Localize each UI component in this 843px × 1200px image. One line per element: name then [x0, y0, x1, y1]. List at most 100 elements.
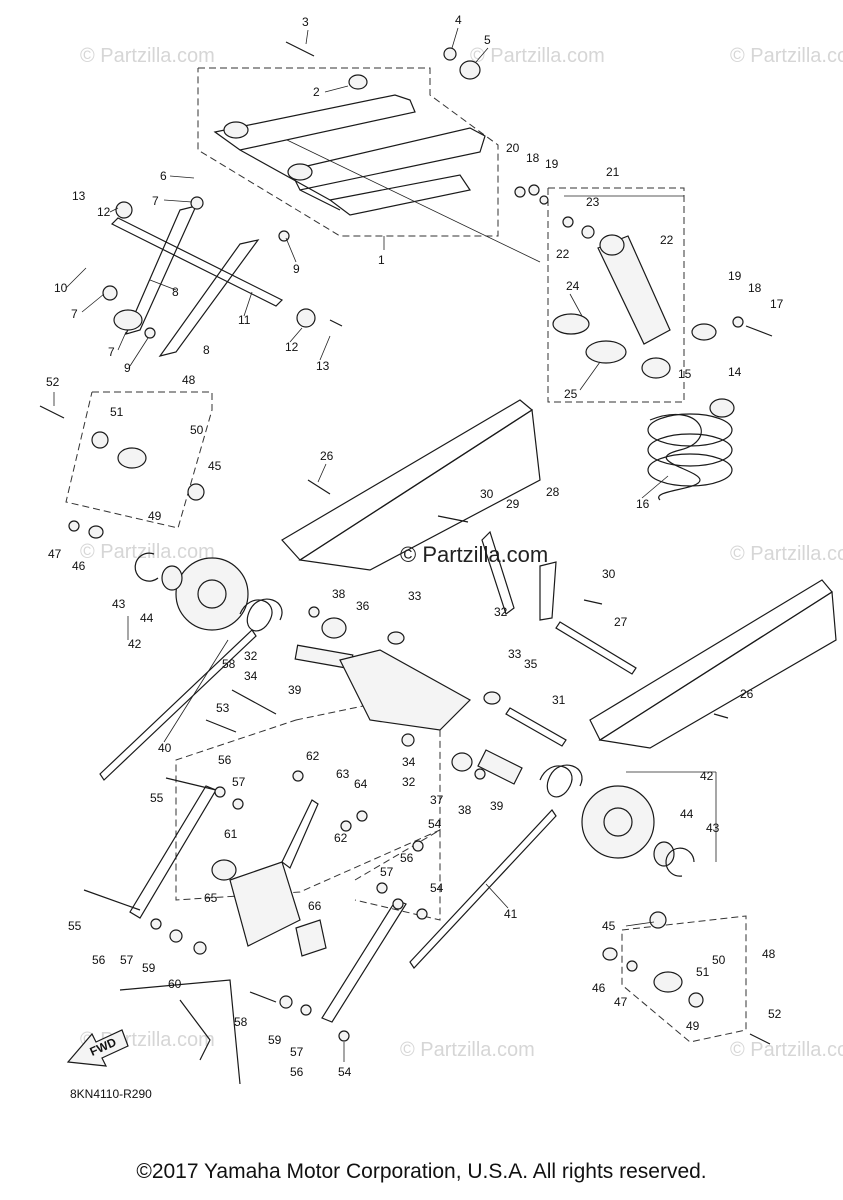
right-side-rail-lower — [598, 590, 837, 749]
leader-line — [569, 293, 583, 317]
callout-54: 54 — [428, 817, 442, 831]
callout-13: 13 — [72, 189, 86, 203]
callout-58: 58 — [222, 657, 236, 671]
upper-arm-left-rail — [213, 94, 416, 151]
leader-line — [285, 237, 297, 263]
diagram-code: 8KN4110-R290 — [70, 1087, 152, 1101]
callout-43: 43 — [706, 821, 720, 835]
callouts: 3 4 5 2 6 7 13 12 9 1 10 7 8 11 7 8 12 9… — [46, 13, 784, 1079]
collar — [211, 859, 237, 881]
leader-line — [243, 291, 253, 317]
callout-8: 8 — [172, 285, 179, 299]
copyright-notice: ©2017 Yamaha Motor Corporation, U.S.A. A… — [136, 1160, 707, 1183]
callout-53: 53 — [216, 701, 230, 715]
torsion-spring-arm — [99, 629, 257, 781]
front-crossbar-shaft — [110, 217, 284, 307]
bolt — [307, 479, 729, 719]
washer — [626, 960, 638, 972]
callout-50: 50 — [712, 953, 726, 967]
callout-65: 65 — [204, 891, 218, 905]
front-bracket — [158, 239, 260, 357]
callout-60: 60 — [168, 977, 182, 991]
bolt — [285, 41, 343, 327]
watermarks: © Partzilla.com © Partzilla.com © Partzi… — [80, 45, 843, 1061]
bushing — [115, 201, 133, 219]
callout-48: 48 — [762, 947, 776, 961]
watermark: © Partzilla.com — [80, 541, 215, 563]
callout-52: 52 — [768, 1007, 782, 1021]
watermark: © Partzilla.com — [400, 1039, 535, 1061]
upper-arm-right-rail — [289, 127, 486, 191]
callout-55: 55 — [150, 791, 164, 805]
collar — [91, 431, 109, 449]
rear-shock-eye — [641, 357, 671, 379]
watermark: © Partzilla.com — [730, 45, 843, 67]
leader-line — [169, 175, 195, 179]
leader-line — [163, 639, 229, 743]
callout-43: 43 — [112, 597, 126, 611]
rear-shock-eye — [599, 234, 625, 256]
watermark: © Partzilla.com — [80, 45, 215, 67]
center-pivot — [294, 530, 637, 785]
callout-59: 59 — [142, 961, 156, 975]
front-bracket — [124, 205, 198, 335]
washer — [528, 184, 540, 196]
callout-57: 57 — [380, 865, 394, 879]
callout-26: 26 — [320, 449, 334, 463]
leader-line — [475, 47, 489, 63]
callout-58: 58 — [234, 1015, 248, 1029]
callout-57: 57 — [290, 1045, 304, 1059]
callout-39: 39 — [288, 683, 302, 697]
collar — [688, 992, 704, 1008]
callout-42: 42 — [700, 769, 714, 783]
callout-9: 9 — [124, 361, 131, 375]
leader-line — [305, 29, 309, 45]
nut — [416, 908, 428, 920]
callout-12: 12 — [97, 205, 111, 219]
callout-51: 51 — [696, 965, 710, 979]
bearing — [161, 565, 183, 591]
nut — [278, 230, 290, 242]
left-side-rail — [281, 399, 534, 561]
washer — [300, 1004, 312, 1016]
bushing — [649, 911, 667, 929]
callout-1: 1 — [378, 253, 385, 267]
callout-54: 54 — [430, 881, 444, 895]
callout-3: 3 — [302, 15, 309, 29]
group-box-1 — [197, 67, 499, 237]
callout-24: 24 — [566, 279, 580, 293]
idler-wheel-hub — [197, 579, 227, 609]
callout-48: 48 — [182, 373, 196, 387]
callout-17: 17 — [770, 297, 784, 311]
bushing — [296, 308, 316, 328]
callout-5: 5 — [484, 33, 491, 47]
bolt — [749, 1033, 771, 1045]
callout-20: 20 — [506, 141, 520, 155]
callout-51: 51 — [110, 405, 124, 419]
callout-56: 56 — [400, 851, 414, 865]
callout-57: 57 — [232, 775, 246, 789]
collar — [401, 733, 415, 747]
bushing — [387, 631, 405, 645]
bearing — [653, 841, 675, 867]
callout-49: 49 — [686, 1019, 700, 1033]
center-pivot-arm — [339, 649, 471, 731]
collar — [348, 74, 368, 90]
coil-spring — [647, 413, 733, 447]
callout-21: 21 — [606, 165, 620, 179]
coil-spring — [647, 453, 733, 487]
stopper-bracket — [481, 530, 515, 615]
washer — [474, 768, 486, 780]
callout-4: 4 — [455, 13, 462, 27]
callout-35: 35 — [524, 657, 538, 671]
callout-33: 33 — [408, 589, 422, 603]
callout-23: 23 — [586, 195, 600, 209]
callout-2: 2 — [313, 85, 320, 99]
callout-47: 47 — [614, 995, 628, 1009]
washer — [340, 820, 352, 832]
pin — [249, 991, 277, 1003]
callout-44: 44 — [680, 807, 694, 821]
callout-45: 45 — [208, 459, 222, 473]
leader-line — [579, 361, 601, 391]
